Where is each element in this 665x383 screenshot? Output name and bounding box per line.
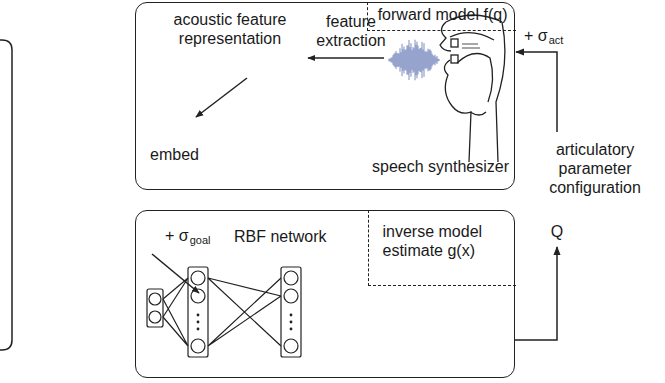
- hidden-layer: [188, 267, 208, 357]
- model-heading: inverse model estimate g(x): [368, 210, 516, 286]
- hidden-unit: [191, 271, 205, 285]
- upper-teeth: [451, 39, 458, 47]
- connector-segment: [516, 52, 557, 132]
- variable-label: Q: [551, 222, 563, 241]
- dot: [197, 328, 200, 331]
- output-layer: [281, 267, 301, 357]
- tract-lines: [462, 44, 480, 48]
- output-unit: [284, 289, 298, 303]
- speech-waveform: [388, 40, 440, 81]
- embed-label: embed: [150, 145, 199, 164]
- rbf-network-figure: [147, 267, 301, 357]
- input-unit: [149, 293, 161, 305]
- tongue: [457, 54, 493, 102]
- noise-label: + σ: [524, 26, 548, 45]
- dot: [290, 321, 293, 324]
- process-label: feature extraction: [308, 12, 394, 50]
- output-links: [208, 278, 281, 346]
- synth-label: speech synthesizer: [372, 157, 509, 176]
- partial-box: [0, 40, 12, 350]
- input-layer: [147, 289, 163, 327]
- connector-label: articulatory parameter configuration: [530, 140, 660, 197]
- input-links: [163, 278, 188, 346]
- hidden-unit: [191, 339, 205, 353]
- ellipsis-dots: [197, 314, 293, 331]
- larynx: [470, 112, 486, 115]
- noise-subscript: act: [549, 34, 564, 47]
- extraction-arrow: [308, 57, 384, 59]
- dot: [197, 314, 200, 317]
- output-unit: [284, 271, 298, 285]
- waveform-strokes: [388, 40, 440, 81]
- dot: [197, 321, 200, 324]
- input-unit: [149, 311, 161, 323]
- connector-segment: [515, 247, 557, 340]
- dot: [290, 314, 293, 317]
- model-heading: forward model f(q): [367, 2, 516, 31]
- lower-teeth: [451, 55, 458, 63]
- hidden-unit: [191, 289, 205, 303]
- noise-label: + σ: [165, 226, 189, 245]
- feature-label: acoustic feature representation: [150, 10, 310, 48]
- network-heading: RBF network: [234, 227, 326, 246]
- vocal-tract-figure: [440, 15, 505, 162]
- dot: [290, 328, 293, 331]
- noise-subscript: goal: [190, 234, 211, 247]
- embed-arrow: [196, 78, 247, 117]
- upper-lip: [440, 22, 451, 51]
- chin-neck: [444, 60, 471, 162]
- output-unit: [284, 339, 298, 353]
- back-outline: [496, 22, 505, 162]
